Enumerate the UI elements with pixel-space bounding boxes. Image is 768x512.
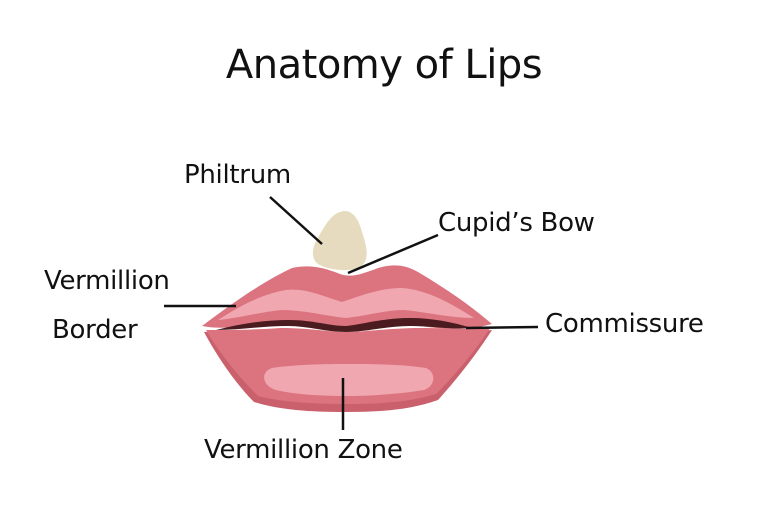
label-commissure: Commissure <box>545 309 704 339</box>
label-cupids-bow: Cupid’s Bow <box>438 208 595 238</box>
cupids-bow-leader-line <box>347 233 439 275</box>
philtrum-shape <box>312 210 367 271</box>
diagram-title: Anatomy of Lips <box>225 42 543 88</box>
philtrum-leader-line <box>269 196 323 245</box>
label-vermillion-border-line1: Vermillion <box>44 266 170 296</box>
upper-lip-highlight <box>218 288 474 320</box>
commissure-leader-line <box>465 325 539 330</box>
label-philtrum: Philtrum <box>184 160 291 190</box>
label-vermillion-zone: Vermillion Zone <box>204 435 403 465</box>
label-vermillion-border-line2: Border <box>52 315 138 345</box>
mouth-line <box>216 318 472 332</box>
upper-lip <box>202 265 492 330</box>
lower-lip-highlight <box>264 364 434 396</box>
